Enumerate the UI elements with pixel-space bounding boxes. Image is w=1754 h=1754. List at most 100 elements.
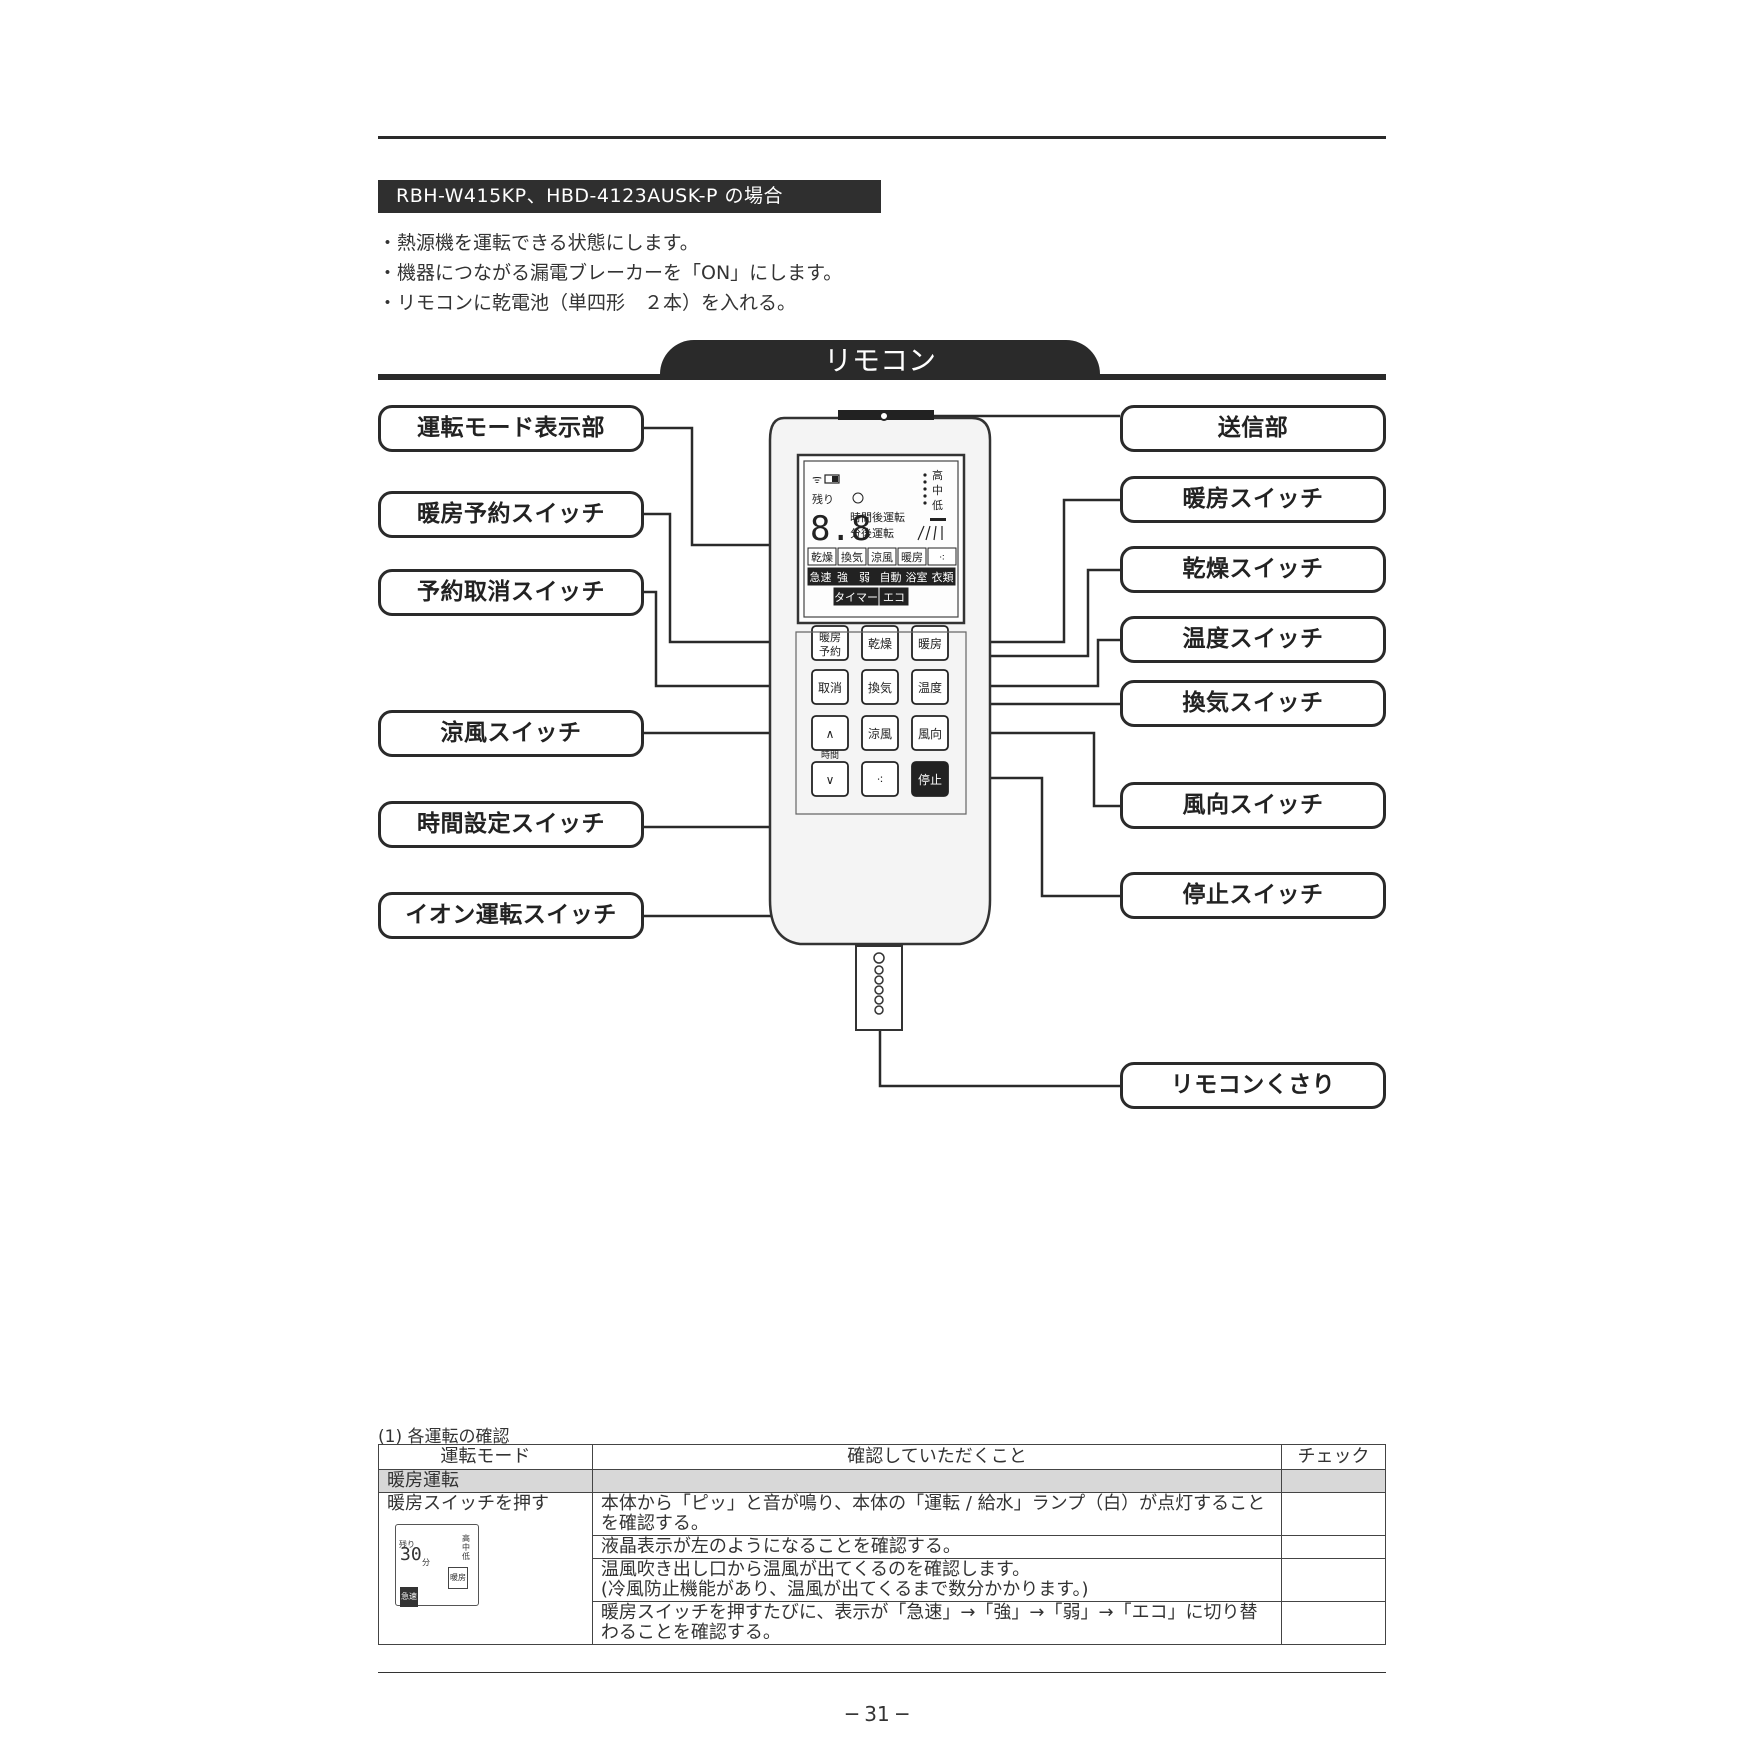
lcd-mode-label-box [833, 567, 852, 586]
cancel-button[interactable] [811, 669, 849, 705]
heat-button-label: 暖房 [918, 636, 942, 651]
callout-temp-switch: 温度スイッチ [1120, 616, 1386, 663]
lcd-mode-label: 浴室 [906, 570, 928, 584]
lcd-mid: 中 [932, 484, 943, 497]
callout-direction-switch: 風向スイッチ [1120, 782, 1386, 829]
time-label: 時間 [821, 750, 839, 761]
check-box-2[interactable] [1281, 1535, 1386, 1559]
cool-button-label: 涼風 [868, 726, 892, 741]
top-rule [378, 136, 1386, 139]
lcd-mode-label-box [903, 567, 930, 586]
callout-mode-display: 運転モード表示部 [378, 405, 644, 452]
check-table: 運転モード 確認していただくこと チェック 暖房運転 暖房スイッチを押す 残り … [378, 1444, 1386, 1645]
stop-button[interactable] [911, 761, 949, 797]
lcd-mode-label-box [807, 567, 834, 586]
lcd-mode-label: 弱 [859, 571, 870, 584]
lcd-mode-label: 涼風 [871, 550, 893, 564]
ion-button[interactable] [861, 761, 899, 797]
lcd-mode-label-box [867, 547, 897, 566]
direction-button[interactable] [911, 715, 949, 751]
lcd-hours-after: 時間後運転 [850, 510, 905, 524]
header-check-items: 確認していただくこと [591, 1444, 1283, 1470]
instructions-list: ・熱源機を運転できる状態にします。 ・機器につながる漏電ブレーカーを「ON」にし… [378, 228, 842, 318]
battery-icon [824, 474, 840, 484]
model-tag: RBH-W415KP、HBD-4123AUSK-P の場合 [378, 180, 881, 213]
lcd-mode-label: 衣類 [932, 570, 954, 584]
vent-button[interactable] [861, 669, 899, 705]
table-caption: (1) 各運転の確認 [378, 1427, 510, 1447]
lcd-mode-label-box [929, 567, 956, 586]
lcd-mode-label-box [833, 587, 879, 606]
mode-cell-label: 暖房スイッチを押す [387, 1493, 549, 1514]
lcd-mode-label-box [807, 547, 837, 566]
page-number: ─ 31 ─ [845, 1702, 909, 1726]
lcd-mode-label: 暖房 [901, 551, 923, 564]
callout-cool-switch: 涼風スイッチ [378, 710, 644, 757]
header-mode: 運転モード [378, 1444, 593, 1470]
lcd-mode-label-box [897, 547, 927, 566]
ion-button-label: ⁖ [876, 773, 883, 787]
time-down-button[interactable] [811, 761, 849, 797]
check-item-3: 温風吹き出し口から温風が出てくるのを確認します。 (冷風防止機能があり、温風が出… [591, 1558, 1283, 1602]
lcd-digits: 8.8 [810, 509, 871, 549]
lcd-low: 低 [932, 499, 943, 512]
callout-heat-reserve-switch: 暖房予約スイッチ [378, 491, 644, 538]
heat-reserve-button-label: 暖房 [819, 631, 841, 644]
check-box-3[interactable] [1281, 1558, 1386, 1602]
dry-button-label: 乾燥 [868, 637, 892, 651]
lcd-mode-label-box [927, 547, 957, 566]
lcd-mode-label: エコ [883, 591, 905, 604]
remote-chain [873, 952, 885, 1015]
lcd-mode-label: タイマー [834, 591, 878, 604]
cool-button[interactable] [861, 715, 899, 751]
callout-transmitter: 送信部 [1120, 405, 1386, 452]
lcd-mode-label: 強 [837, 571, 848, 584]
dry-button[interactable] [861, 625, 899, 661]
section-title: リモコン [660, 340, 1100, 380]
lcd-mode-label-box [837, 547, 867, 566]
check-item-2: 液晶表示が左のようになることを確認する。 [591, 1535, 1283, 1559]
callout-vent-switch: 換気スイッチ [1120, 680, 1386, 727]
lcd-high: 高 [932, 468, 943, 482]
bottom-rule [378, 1672, 1386, 1673]
lcd-remain: 残り [812, 492, 834, 506]
instruction-item: ・リモコンに乾電池（単四形 ２本）を入れる。 [378, 292, 797, 314]
airflow-icon [917, 525, 943, 541]
heat-reserve-button[interactable] [811, 625, 849, 661]
header-check: チェック [1281, 1444, 1386, 1470]
check-item-4: 暖房スイッチを押すたびに、表示が「急速」→「強」→「弱」→「エコ」に切り替わるこ… [591, 1601, 1283, 1645]
instruction-item: ・機器につながる漏電ブレーカーを「ON」にします。 [378, 262, 843, 284]
lcd-mode-label-box [877, 567, 904, 586]
check-box-1[interactable] [1281, 1492, 1386, 1536]
section-heat: 暖房運転 [378, 1469, 593, 1493]
vent-button-label: 換気 [868, 680, 892, 695]
direction-button-label: 風向 [918, 726, 942, 741]
callout-reserve-cancel-switch: 予約取消スイッチ [378, 569, 644, 616]
mini-lcd-illustration: 残り 30 分 高 中 低 暖房 急速 [395, 1524, 479, 1607]
lcd-mode-label: 自動 [880, 570, 902, 584]
temp-button-label: 温度 [918, 680, 942, 695]
time-up-button-label: ∧ [826, 727, 835, 741]
clock-icon [852, 492, 864, 504]
lcd-minutes-after: 分後運転 [850, 526, 894, 540]
check-item-1: 本体から「ピッ」と音が鳴り、本体の「運転 / 給水」ランプ（白）が点灯することを… [591, 1492, 1283, 1536]
lcd-mode-label: 急速 [810, 570, 832, 584]
time-down-button-label: ∨ [826, 773, 835, 787]
temp-button[interactable] [911, 669, 949, 705]
callout-chain: リモコンくさり [1120, 1062, 1386, 1109]
signal-icon: ᯤ [812, 473, 822, 486]
lcd-mode-label: 乾燥 [811, 551, 833, 564]
lcd-mode-label-box [851, 567, 878, 586]
time-up-button[interactable] [811, 715, 849, 751]
heat-reserve-button-label: 予約 [819, 644, 841, 658]
callout-heat-switch: 暖房スイッチ [1120, 476, 1386, 523]
lcd-mode-label-box [879, 587, 909, 606]
remote-chain-holder [855, 945, 903, 1031]
callout-dry-switch: 乾燥スイッチ [1120, 546, 1386, 593]
stop-button-label: 停止 [918, 772, 942, 787]
remote-diagram: ᯤ 残り 8.8 時間後運転 分後運転 高 中 低 乾燥換気涼風暖房⁖急速強弱自… [644, 410, 1120, 1088]
check-box-4[interactable] [1281, 1601, 1386, 1645]
heat-button[interactable] [911, 625, 949, 661]
callout-time-switch: 時間設定スイッチ [378, 801, 644, 848]
lcd-mode-label: ⁖ [939, 551, 945, 564]
